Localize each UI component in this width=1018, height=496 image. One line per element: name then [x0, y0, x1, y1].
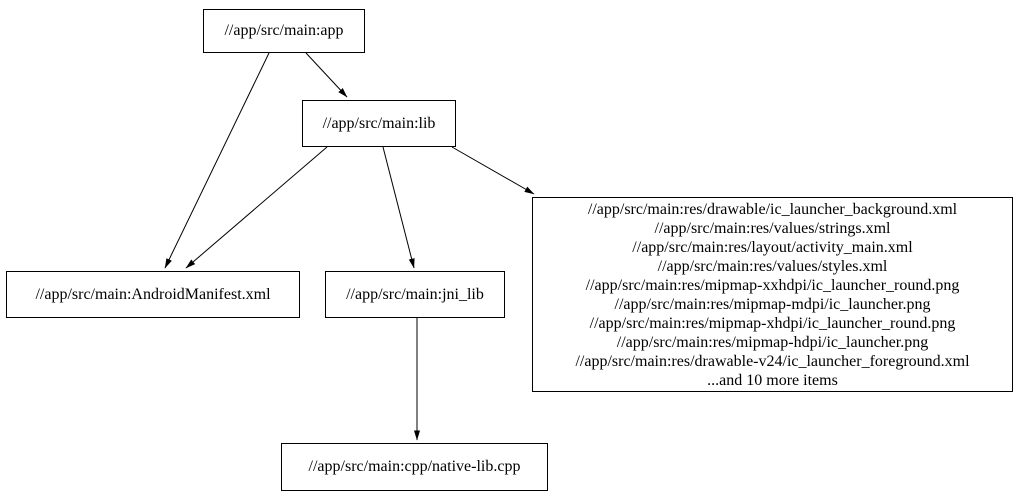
res-file-line: //app/src/main:res/mipmap-mdpi/ic_launch… — [614, 295, 931, 313]
node-android-manifest: //app/src/main:AndroidManifest.xml — [6, 271, 300, 318]
res-file-line: //app/src/main:res/mipmap-hdpi/ic_launch… — [616, 333, 929, 351]
node-jni-lib-label: //app/src/main:jni_lib — [346, 285, 484, 303]
node-lib-label: //app/src/main:lib — [322, 114, 436, 132]
edge-lib-res — [451, 146, 535, 195]
res-file-line: //app/src/main:res/mipmap-xhdpi/ic_launc… — [589, 314, 956, 332]
node-app-label: //app/src/main:app — [224, 22, 344, 39]
edge-app-lib — [305, 52, 348, 98]
edge-app-manifest — [164, 52, 270, 269]
node-native-lib: //app/src/main:cpp/native-lib.cpp — [281, 443, 548, 491]
edge-lib-manifest — [185, 146, 328, 269]
node-res-files: //app/src/main:res/drawable/ic_launcher_… — [532, 197, 1013, 392]
edge-lib-jnilib — [382, 146, 415, 269]
node-jni-lib: //app/src/main:jni_lib — [325, 271, 505, 318]
res-file-line: //app/src/main:res/drawable-v24/ic_launc… — [575, 352, 970, 370]
res-file-line: //app/src/main:res/drawable/ic_launcher_… — [587, 200, 958, 218]
node-app: //app/src/main:app — [203, 9, 365, 53]
res-file-line: //app/src/main:res/values/strings.xml — [654, 219, 891, 237]
node-android-manifest-label: //app/src/main:AndroidManifest.xml — [35, 285, 271, 303]
res-file-line: //app/src/main:res/layout/activity_main.… — [632, 238, 913, 256]
res-file-line: //app/src/main:res/mipmap-xxhdpi/ic_laun… — [585, 276, 960, 294]
node-native-lib-label: //app/src/main:cpp/native-lib.cpp — [308, 458, 521, 475]
res-more-items-line: ...and 10 more items — [707, 371, 838, 389]
node-lib: //app/src/main:lib — [302, 100, 456, 147]
res-file-line: //app/src/main:res/values/styles.xml — [657, 257, 888, 275]
